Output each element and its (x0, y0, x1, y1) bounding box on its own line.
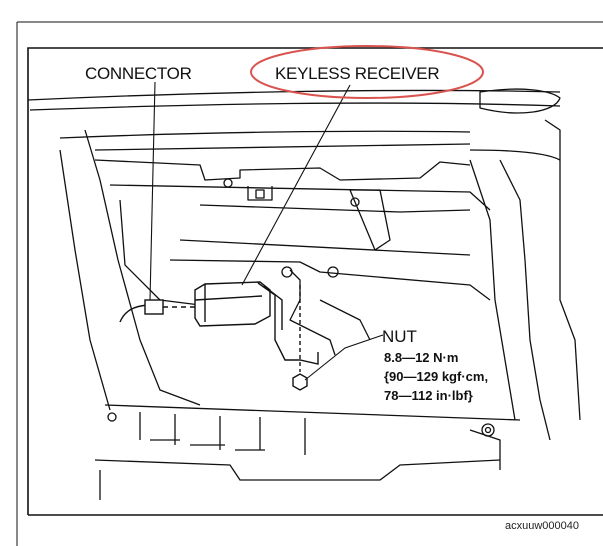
torque-spec-inlbf: 78—112 in·lbf} (384, 388, 473, 403)
keyless-receiver-label: KEYLESS RECEIVER (275, 64, 440, 83)
figure-frame (16, 21, 603, 546)
figure-code: acxuuw000040 (505, 520, 580, 532)
keyless-receiver-unit (194, 281, 319, 365)
torque-spec: 8.8—12 N·m {90—129 kgf·cm, 78—112 in·lbf… (384, 348, 488, 405)
highlight-ellipse (250, 45, 484, 99)
nut-icon (292, 285, 308, 391)
nut-label: NUT (382, 327, 417, 346)
dashboard-line-art (27, 88, 581, 500)
leader-lines (149, 81, 384, 381)
torque-spec-nm: 8.8—12 N·m (384, 350, 459, 365)
connector-wire (119, 299, 195, 323)
torque-spec-kgfcm: {90—129 kgf·cm, (384, 369, 489, 384)
connector-label: CONNECTOR (85, 64, 192, 83)
